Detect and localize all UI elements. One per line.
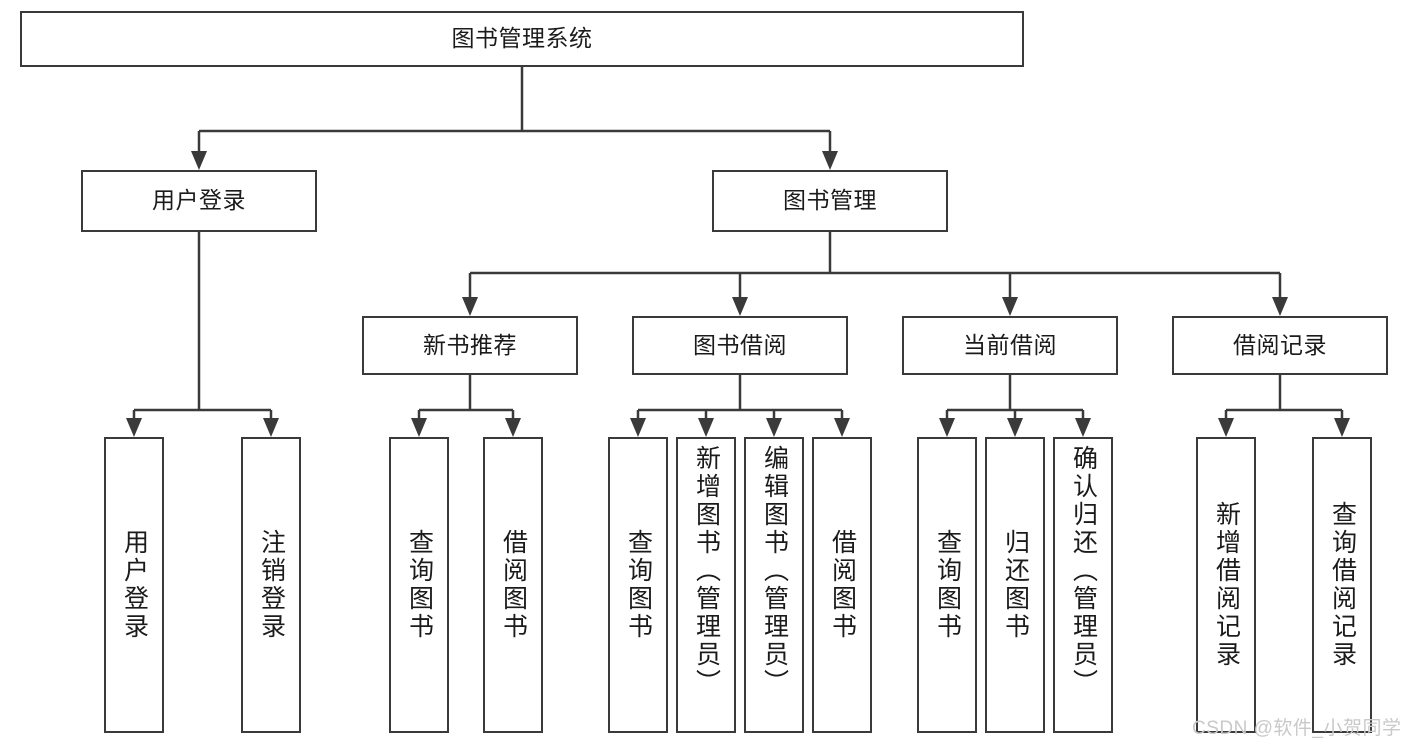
arrow-head (191, 151, 207, 170)
node-root: 图书管理系统 (20, 11, 1024, 67)
node-label-leaf-query-book-1: 查询图书 (405, 529, 434, 641)
node-label-leaf-return-book: 归还图书 (1001, 529, 1030, 641)
arrow-head (1334, 418, 1350, 437)
node-leaf-borrow-book-2: 借阅图书 (812, 437, 872, 733)
arrow-head (1007, 418, 1023, 437)
node-label-user-login: 用户登录 (152, 187, 246, 214)
node-new-book-rec: 新书推荐 (362, 316, 578, 375)
node-label-root: 图书管理系统 (451, 25, 593, 52)
arrow-head (939, 418, 955, 437)
node-label-current-borrow: 当前借阅 (963, 331, 1057, 358)
node-leaf-user-logout: 注销登录 (241, 437, 301, 733)
node-label-leaf-user-logout: 注销登录 (257, 529, 286, 641)
node-borrow-record: 借阅记录 (1172, 316, 1388, 375)
arrow-head (505, 418, 521, 437)
node-user-login: 用户登录 (81, 170, 317, 232)
node-leaf-edit-book: 编辑图书（管理员） (744, 437, 804, 733)
arrow-head (1002, 297, 1018, 316)
node-label-leaf-query-record: 查询借阅记录 (1328, 501, 1357, 669)
csdn-watermark: CSDN @软件_小贺同学 (1192, 718, 1402, 739)
arrow-head (411, 418, 427, 437)
arrow-head (1218, 418, 1234, 437)
arrow-head (822, 151, 838, 170)
node-label-leaf-borrow-book-2: 借阅图书 (828, 529, 857, 641)
node-leaf-query-book-3: 查询图书 (917, 437, 977, 733)
arrow-head (630, 418, 646, 437)
node-label-leaf-add-record: 新增借阅记录 (1212, 501, 1241, 669)
node-label-leaf-edit-book: 编辑图书（管理员） (760, 445, 789, 697)
node-current-borrow: 当前借阅 (902, 316, 1118, 375)
node-label-leaf-user-login: 用户登录 (120, 529, 149, 641)
arrow-head (766, 418, 782, 437)
arrow-head (126, 418, 142, 437)
arrow-head (1075, 418, 1091, 437)
node-label-borrow-record: 借阅记录 (1233, 331, 1327, 358)
arrow-head (1272, 297, 1288, 316)
arrow-head (698, 418, 714, 437)
node-label-leaf-add-book: 新增图书（管理员） (692, 445, 721, 697)
node-label-book-manage: 图书管理 (783, 187, 877, 214)
node-leaf-confirm-return: 确认归还（管理员） (1053, 437, 1113, 733)
arrow-head (462, 297, 478, 316)
node-label-book-borrow: 图书借阅 (693, 331, 787, 358)
node-label-leaf-borrow-book-1: 借阅图书 (499, 529, 528, 641)
arrow-head (732, 297, 748, 316)
node-leaf-borrow-book-1: 借阅图书 (483, 437, 543, 733)
node-book-manage: 图书管理 (712, 170, 948, 232)
node-leaf-user-login: 用户登录 (104, 437, 164, 733)
node-label-new-book-rec: 新书推荐 (423, 331, 517, 358)
arrow-head (834, 418, 850, 437)
arrow-head (263, 418, 279, 437)
node-leaf-return-book: 归还图书 (985, 437, 1045, 733)
node-leaf-query-record: 查询借阅记录 (1312, 437, 1372, 733)
node-label-leaf-query-book-3: 查询图书 (933, 529, 962, 641)
node-leaf-add-record: 新增借阅记录 (1196, 437, 1256, 733)
node-label-leaf-confirm-return: 确认归还（管理员） (1069, 445, 1098, 697)
node-label-leaf-query-book-2: 查询图书 (624, 529, 653, 641)
node-leaf-add-book: 新增图书（管理员） (676, 437, 736, 733)
node-leaf-query-book-2: 查询图书 (608, 437, 668, 733)
node-leaf-query-book-1: 查询图书 (389, 437, 449, 733)
node-book-borrow: 图书借阅 (632, 316, 848, 375)
